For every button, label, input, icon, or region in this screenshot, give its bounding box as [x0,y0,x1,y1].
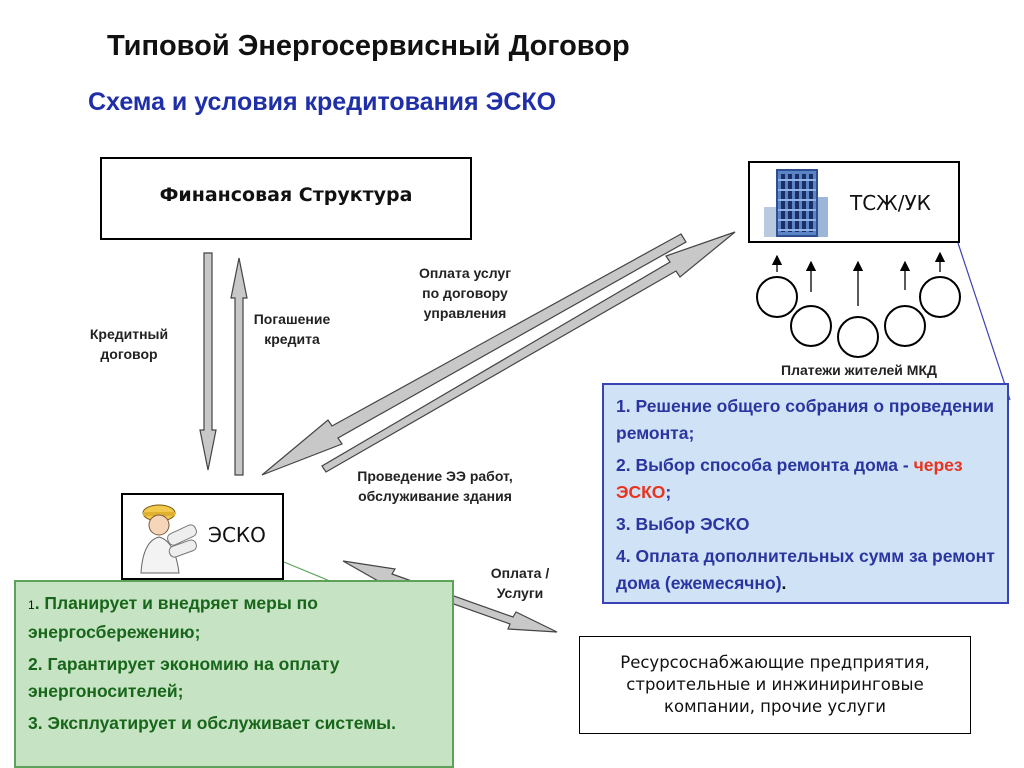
payment-services-line: Услуги [496,585,544,601]
building-icon [764,169,828,237]
duty-item: 3. Эксплуатирует и обслуживает системы. [28,713,396,733]
management-payment-arrow [261,233,687,476]
tsz-box: ТСЖ/УК [748,161,960,243]
resources-box: Ресурсоснабжающие предприятия, строитель… [579,636,971,734]
management-payment-label: Оплата услуг по договору управления [395,263,535,323]
condition-text: ; [665,482,672,502]
duty-item: 1. Планирует и внедряет меры по энергосб… [28,590,442,646]
financial-structure-label: Финансовая Структура [159,183,413,206]
credit-contract-label: Кредитный договор [74,324,184,364]
resident-circle [790,305,832,347]
engineer-icon [140,504,197,574]
repayment-line: Погашение [253,311,331,327]
page-subtitle: Схема и условия кредитования ЭСКО [88,88,557,116]
management-payment-line: Оплата услуг [418,265,512,281]
condition-item: 3. Выбор ЭСКО [616,514,750,534]
repayment-line: кредита [264,331,320,347]
repayment-label: Погашение кредита [247,309,337,349]
condition-item: 4. Оплата дополнительных сумм за ремонт … [616,543,997,597]
resources-label: Ресурсоснабжающие предприятия, строитель… [620,653,930,716]
management-payment-line: по договору [422,285,508,301]
credit-arrow-down [199,252,217,471]
resident-circle [884,305,926,347]
duty-text: Планирует и внедряет меры по энергосбере… [28,593,318,642]
credit-contract-line: договор [100,346,158,362]
resident-circle [837,316,879,358]
payment-services-line: Оплата / [490,565,550,581]
ee-works-line: обслуживание здания [358,488,512,504]
ee-works-label: Проведение ЭЭ работ, обслуживание здания [330,466,540,506]
duty-number: 1 [28,598,35,612]
esco-box: ЭСКО [121,493,284,580]
tsz-label: ТСЖ/УК [850,191,931,215]
resident-circle [919,276,961,318]
conditions-panel: 1. Решение общего собрания о проведении … [602,383,1009,604]
repayment-arrow-up [230,257,248,476]
ee-works-line: Проведение ЭЭ работ, [357,468,513,484]
condition-text: 4. Оплата дополнительных сумм за ремонт … [616,546,995,593]
residents-payments-label: Платежи жителей МКД [781,362,937,378]
management-payment-line: управления [423,305,507,321]
esco-duties-panel: 1. Планирует и внедряет меры по энергосб… [14,580,454,768]
payment-services-label: Оплата / Услуги [478,563,562,603]
resident-circles [756,276,961,358]
blue-callout-line [957,242,1011,401]
resident-circle [756,276,798,318]
page-title: Типовой Энергосервисный Договор [107,30,630,62]
condition-item: 1. Решение общего собрания о проведении … [616,396,995,443]
condition-item: 2. Выбор способа ремонта дома - через ЭС… [616,452,997,506]
credit-contract-line: Кредитный [89,326,169,342]
duty-item: 2. Гарантирует экономию на оплату энерго… [28,654,340,701]
ee-works-arrow [321,231,736,473]
condition-text: 2. Выбор способа ремонта дома - [616,455,914,475]
condition-highlight: через ЭСКО [616,455,963,502]
duty-text: . [34,593,40,613]
financial-structure-box: Финансовая Структура [100,157,472,240]
esco-label: ЭСКО [208,523,266,547]
condition-text: . [781,573,787,593]
